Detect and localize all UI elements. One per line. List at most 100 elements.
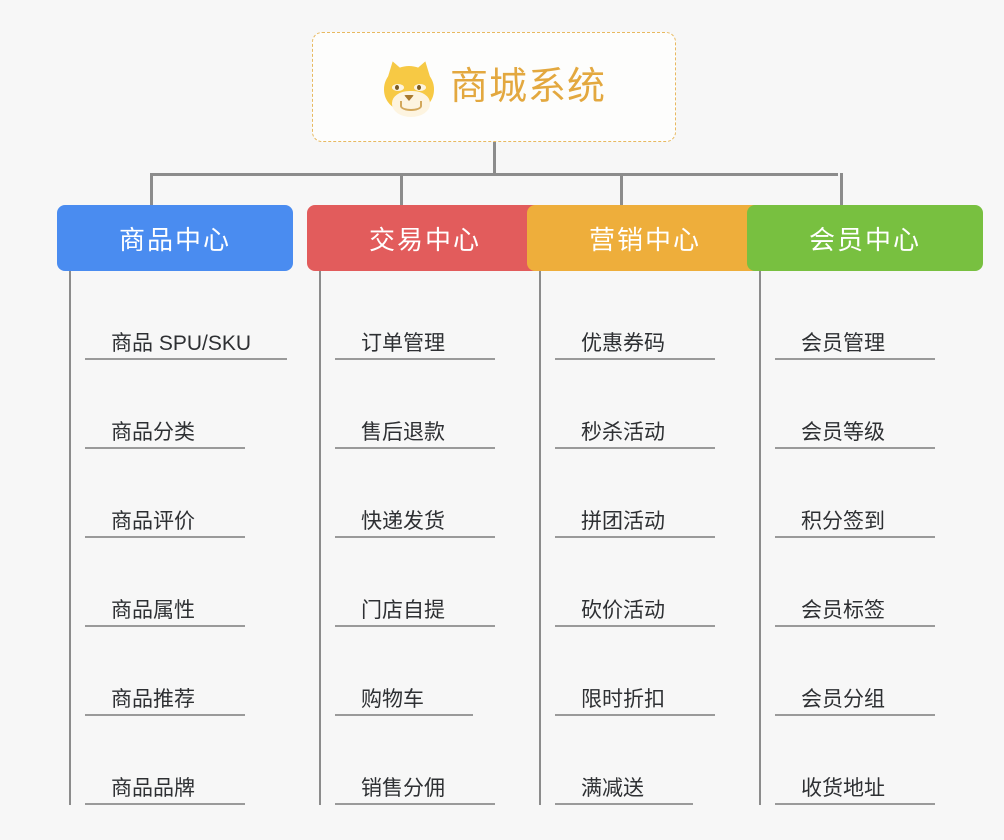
leaf-item[interactable]: 限时折扣 [555,627,763,716]
connector-root-stub [493,142,496,175]
leaf-list-member-center: 会员管理会员等级积分签到会员标签会员分组收货地址 [759,271,983,805]
category-header-trade-center[interactable]: 交易中心 [307,205,543,271]
leaf-item-underline [555,358,715,360]
leaf-item[interactable]: 会员分组 [775,627,983,716]
leaf-item[interactable]: 订单管理 [335,271,543,360]
leaf-item-label: 会员等级 [801,421,885,444]
dog-head-icon [383,66,434,117]
connector-drop-trade-center [400,173,403,207]
connector-drop-marketing-center [620,173,623,207]
leaf-item-underline [85,714,245,716]
category-header-marketing-center[interactable]: 营销中心 [527,205,763,271]
leaf-item-underline [555,625,715,627]
leaf-item[interactable]: 会员标签 [775,538,983,627]
leaf-item-label: 限时折扣 [581,688,665,711]
leaf-item[interactable]: 会员管理 [775,271,983,360]
leaf-item[interactable]: 满减送 [555,716,763,805]
leaf-item-underline [775,803,935,805]
leaf-item-label: 秒杀活动 [581,421,665,444]
leaf-item-label: 商品分类 [111,421,195,444]
column-member-center: 会员中心会员管理会员等级积分签到会员标签会员分组收货地址 [747,205,983,805]
leaf-item-label: 收货地址 [801,777,885,800]
leaf-item[interactable]: 收货地址 [775,716,983,805]
leaf-item-underline [555,447,715,449]
root-title: 商城系统 [449,66,606,108]
connector-drop-product-center [150,173,153,207]
category-header-product-center[interactable]: 商品中心 [57,205,293,271]
leaf-item-underline [775,625,935,627]
leaf-item-underline [335,447,495,449]
leaf-item-underline [335,358,495,360]
leaf-item-underline [555,714,715,716]
connector-horizontal-bar [150,173,838,176]
leaf-item[interactable]: 购物车 [335,627,543,716]
leaf-item[interactable]: 会员等级 [775,360,983,449]
leaf-item[interactable]: 砍价活动 [555,538,763,627]
leaf-item-label: 会员管理 [801,332,885,355]
leaf-item[interactable]: 门店自提 [335,538,543,627]
leaf-item-underline [775,447,935,449]
leaf-item-underline [335,803,495,805]
leaf-item[interactable]: 销售分佣 [335,716,543,805]
column-marketing-center: 营销中心优惠券码秒杀活动拼团活动砍价活动限时折扣满减送 [527,205,763,805]
leaf-item-underline [85,803,245,805]
leaf-item[interactable]: 商品分类 [85,360,293,449]
leaf-item-label: 砍价活动 [581,599,665,622]
leaf-item-label: 优惠券码 [581,332,665,355]
category-header-label: 营销中心 [588,224,701,255]
leaf-item[interactable]: 拼团活动 [555,449,763,538]
leaf-item-label: 满减送 [581,777,644,800]
leaf-item-label: 会员标签 [801,599,885,622]
dog-mouth-icon [399,101,422,111]
leaf-item-label: 商品品牌 [111,777,195,800]
root-node[interactable]: 商城系统 [312,32,676,142]
leaf-item-underline [775,358,935,360]
shiba-inu-icon [382,58,436,117]
leaf-item-label: 商品评价 [111,510,195,533]
leaf-item[interactable]: 秒杀活动 [555,360,763,449]
leaf-item-label: 拼团活动 [581,510,665,533]
leaf-list-marketing-center: 优惠券码秒杀活动拼团活动砍价活动限时折扣满减送 [539,271,763,805]
leaf-item[interactable]: 商品属性 [85,538,293,627]
leaf-item-label: 订单管理 [361,332,445,355]
column-product-center: 商品中心商品 SPU/SKU 商品分类商品评价商品属性商品推荐商品品牌 [57,205,293,805]
category-header-label: 商品中心 [118,224,231,255]
leaf-item-underline [85,536,245,538]
leaf-item-label: 商品 SPU/SKU [111,332,252,355]
leaf-item-label: 商品属性 [111,599,195,622]
leaf-item-label: 会员分组 [801,688,885,711]
leaf-item[interactable]: 商品品牌 [85,716,293,805]
leaf-item[interactable]: 优惠券码 [555,271,763,360]
leaf-item-underline [555,536,715,538]
dog-eye-left-icon [391,84,404,91]
leaf-item[interactable]: 商品 SPU/SKU [85,271,293,360]
leaf-item[interactable]: 商品推荐 [85,627,293,716]
leaf-item[interactable]: 售后退款 [335,360,543,449]
category-header-member-center[interactable]: 会员中心 [747,205,983,271]
leaf-item-underline [775,714,935,716]
leaf-item-underline [775,536,935,538]
category-header-label: 交易中心 [368,224,481,255]
leaf-item[interactable]: 积分签到 [775,449,983,538]
leaf-item-label: 售后退款 [361,421,445,444]
leaf-item[interactable]: 快递发货 [335,449,543,538]
connector-drop-member-center [840,173,843,207]
leaf-item-label: 快递发货 [361,510,445,533]
leaf-item-underline [85,358,287,360]
leaf-item[interactable]: 商品评价 [85,449,293,538]
leaf-item-label: 商品推荐 [111,688,195,711]
leaf-list-product-center: 商品 SPU/SKU 商品分类商品评价商品属性商品推荐商品品牌 [69,271,293,805]
leaf-item-underline [335,625,495,627]
leaf-item-underline [335,536,495,538]
dog-eye-right-icon [413,84,426,91]
leaf-item-underline [85,625,245,627]
dog-nose-icon [403,95,414,101]
leaf-item-label: 销售分佣 [361,777,445,800]
leaf-item-underline [335,714,473,716]
leaf-item-label: 门店自提 [361,599,445,622]
leaf-item-underline [85,447,245,449]
column-trade-center: 交易中心订单管理售后退款快递发货门店自提购物车销售分佣 [307,205,543,805]
leaf-list-trade-center: 订单管理售后退款快递发货门店自提购物车销售分佣 [319,271,543,805]
leaf-item-label: 购物车 [361,688,424,711]
